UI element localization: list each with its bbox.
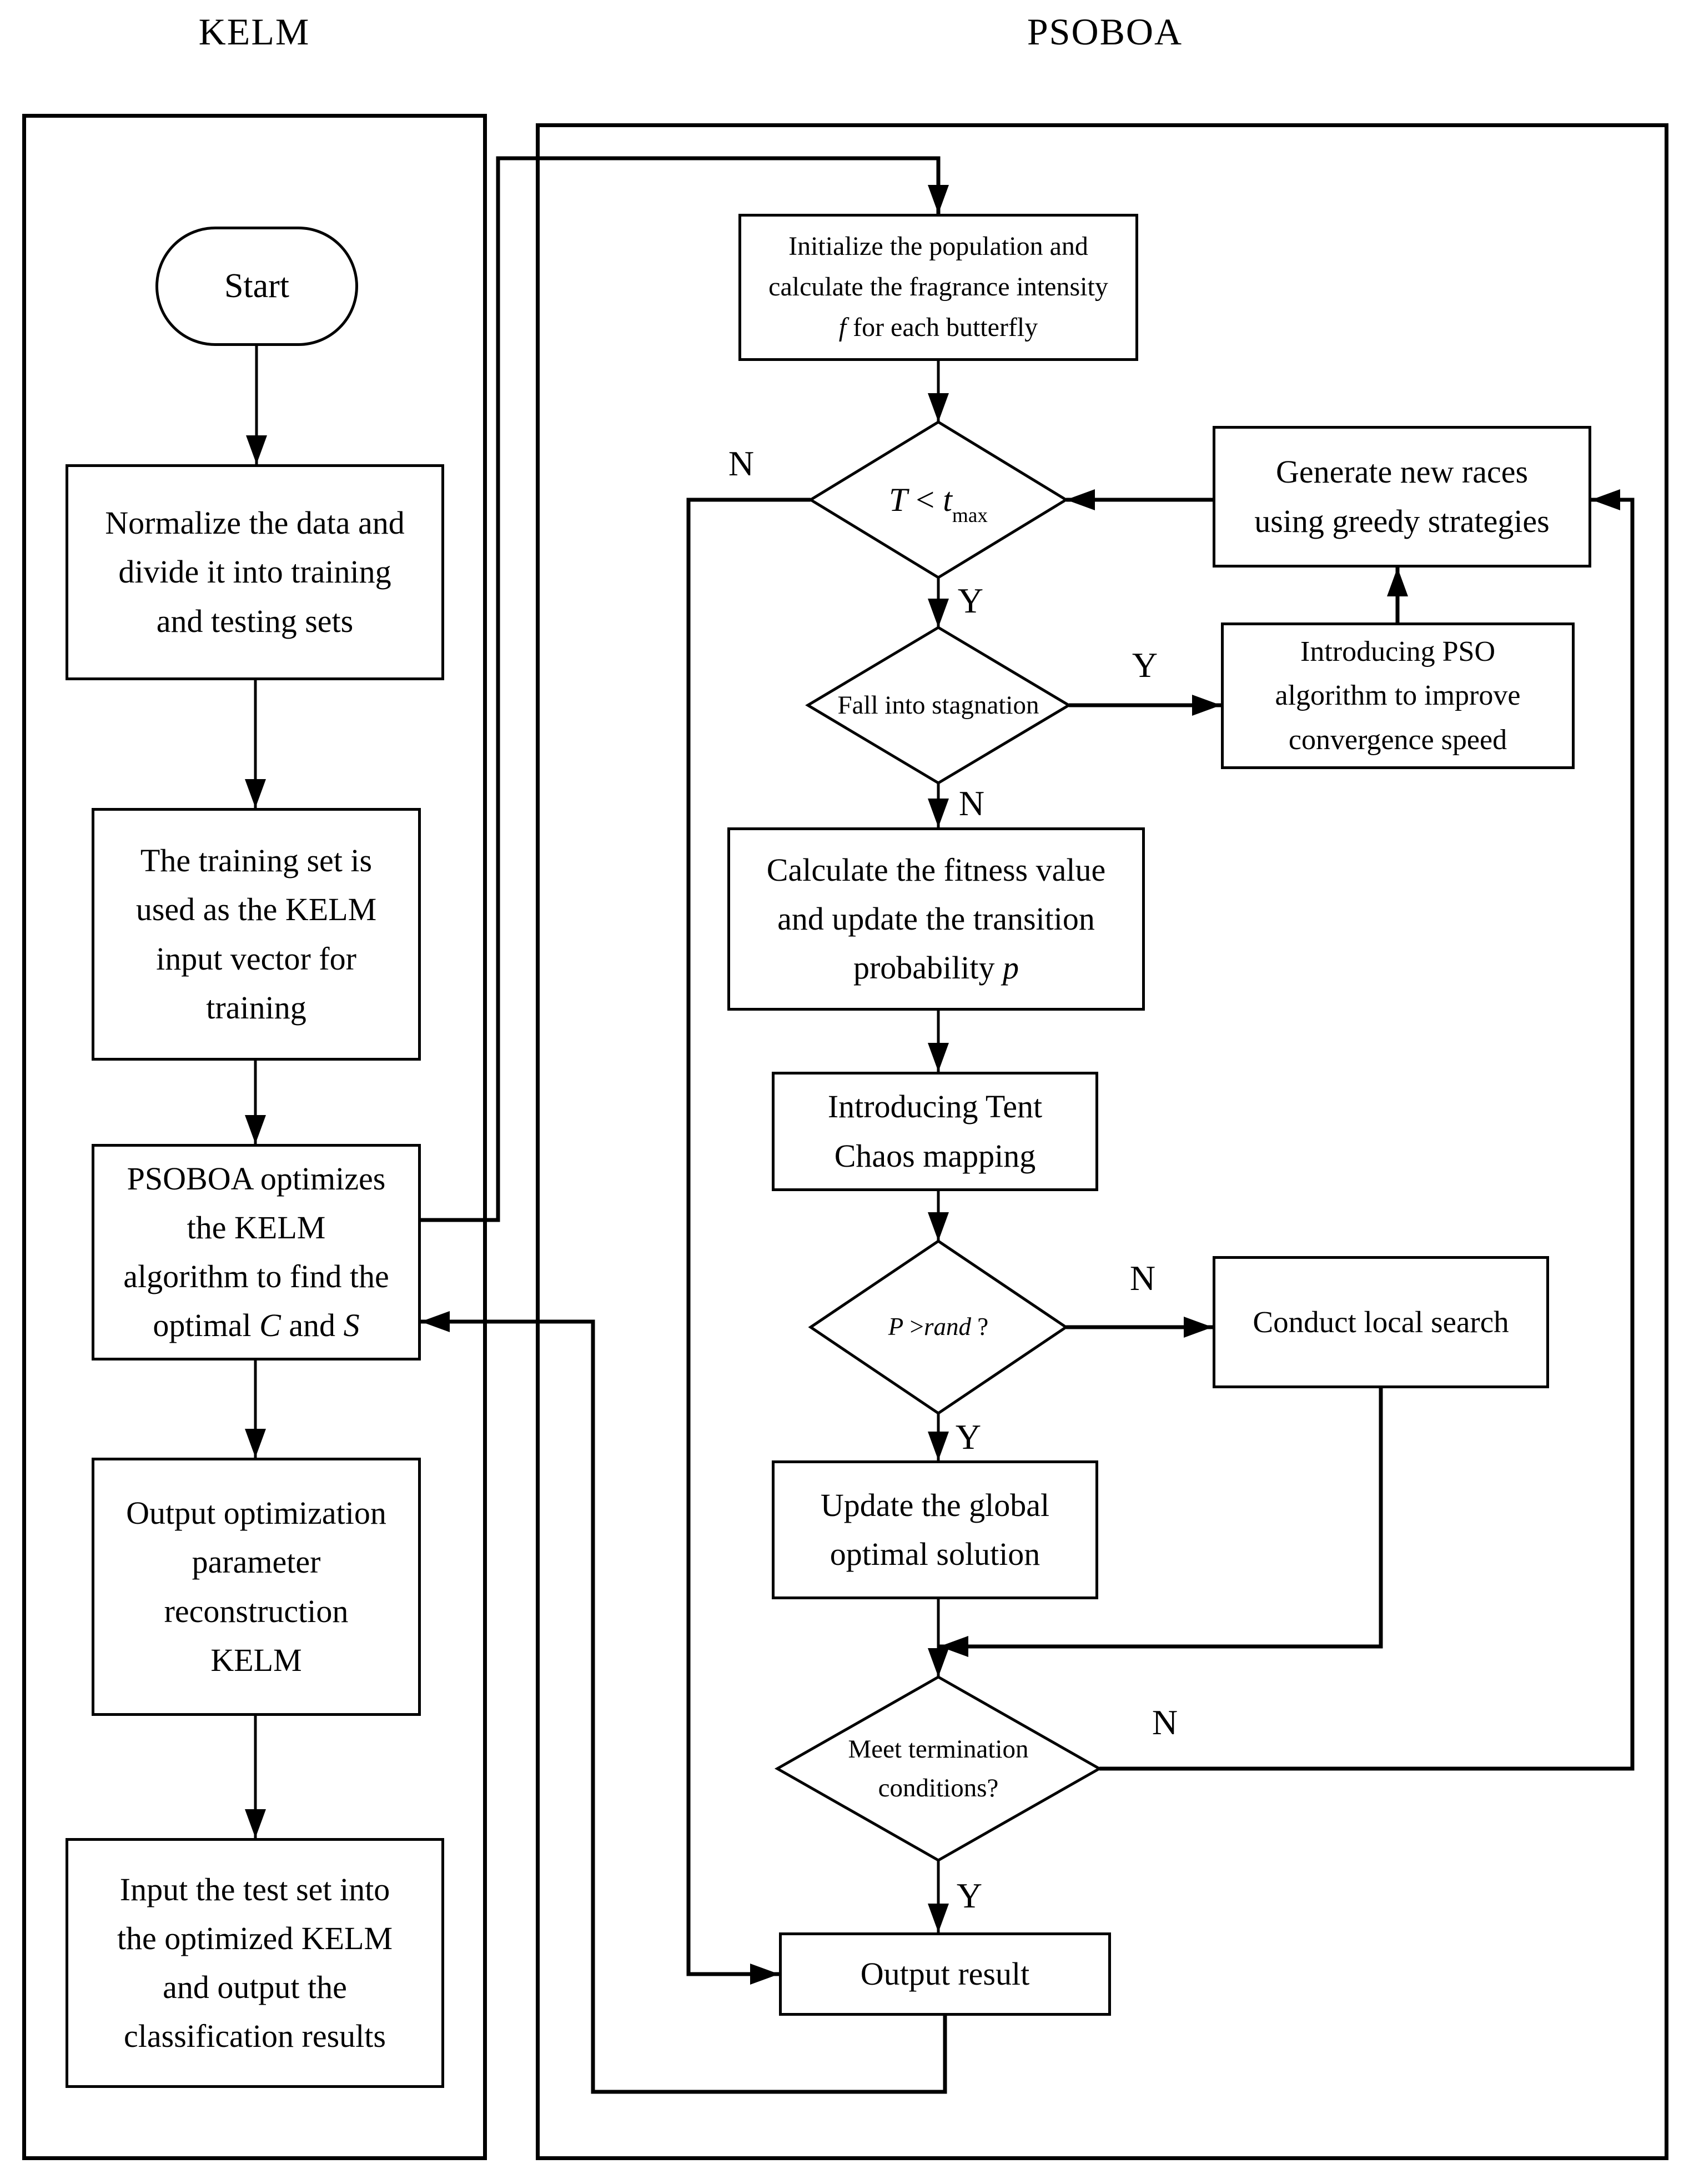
decision-termination: Meet termination conditions? <box>816 1708 1060 1830</box>
process-update-global: Update the global optimal solution <box>772 1460 1098 1599</box>
tent-line-1: Introducing Tent <box>827 1088 1043 1125</box>
normalize-line-1: Normalize the data and <box>105 505 405 541</box>
optimal-text: optimal <box>153 1307 260 1344</box>
rand-P: P <box>888 1313 904 1341</box>
local-search-text: Conduct local search <box>1253 1305 1509 1339</box>
process-normalize-data: Normalize the data and divide it into tr… <box>66 464 444 680</box>
rand-rand: rand <box>923 1313 971 1341</box>
tmax-t: t <box>943 481 952 518</box>
fitness-line-3: probability p <box>853 943 1019 992</box>
and-text: and <box>280 1307 344 1344</box>
arrowheads <box>245 185 1620 1985</box>
process-initialize-population: Initialize the population and calculate … <box>738 214 1138 361</box>
termination-line-2: conditions? <box>878 1774 999 1803</box>
for-each-butterfly-text: for each butterfly <box>846 312 1038 342</box>
initialize-line-2: calculate the fragrance intensity <box>768 272 1108 302</box>
input-test-line-1: Input the test set into <box>119 1871 390 1907</box>
edge-local-search-return <box>939 1388 1383 1649</box>
stagnation-text: Fall into stagnation <box>837 690 1039 720</box>
probability-p: p <box>1003 950 1019 986</box>
training-line-1: The training set is <box>140 842 373 879</box>
update-global-line-1: Update the global <box>820 1487 1050 1523</box>
fragrance-f: f <box>838 312 847 342</box>
process-generate-races: Generate new races using greedy strategi… <box>1213 426 1591 568</box>
normalize-line-2: divide it into training <box>118 554 391 590</box>
edge-psoboa-optimizes-to-initialize <box>421 156 941 1222</box>
initialize-line-1: Initialize the population and <box>788 232 1088 262</box>
process-fitness-value: Calculate the fitness value and update t… <box>727 827 1145 1011</box>
fitness-line-2: and update the transition <box>777 900 1095 937</box>
psoboa-optimizes-line-2: the KELM <box>187 1209 326 1246</box>
update-global-line-2: optimal solution <box>830 1536 1040 1572</box>
label-stagnation-n: N <box>958 784 985 823</box>
label-rand-y: Y <box>955 1417 982 1457</box>
output-params-line-2: parameter <box>192 1544 321 1580</box>
label-tmax-n: N <box>728 444 755 483</box>
process-output-params: Output optimization parameter reconstruc… <box>92 1458 421 1716</box>
tmax-T: T <box>889 481 908 518</box>
generate-line-2: using greedy strategies <box>1254 503 1550 539</box>
process-local-search: Conduct local search <box>1213 1256 1549 1388</box>
diamond-stagnation-shape <box>805 626 1072 785</box>
rand-question: ? <box>971 1313 989 1341</box>
diamond-rand-shape <box>808 1239 1069 1415</box>
generate-line-1: Generate new races <box>1275 454 1529 490</box>
param-c: C <box>259 1307 281 1344</box>
tmax-sub: max <box>952 504 988 527</box>
process-tent-chaos: Introducing Tent Chaos mapping <box>772 1072 1098 1191</box>
process-input-test: Input the test set into the optimized KE… <box>66 1838 444 2088</box>
training-line-4: training <box>206 989 306 1026</box>
rand-op: > <box>903 1313 924 1341</box>
normalize-line-3: and testing sets <box>156 603 354 639</box>
label-tmax-y: Y <box>957 581 984 620</box>
decision-stagnation: Fall into stagnation <box>813 666 1063 744</box>
kelm-column-title: KELM <box>198 11 310 53</box>
psoboa-optimizes-line-3: algorithm to find the <box>123 1258 389 1294</box>
kelm-panel-border <box>22 114 487 2160</box>
param-s: S <box>343 1307 360 1344</box>
start-label: Start <box>224 267 290 305</box>
decision-rand: P >rand ? <box>838 1288 1038 1366</box>
psoboa-column-title: PSOBOA <box>1027 11 1183 53</box>
training-line-2: used as the KELM <box>135 891 377 928</box>
training-line-3: input vector for <box>156 940 356 977</box>
output-params-line-1: Output optimization <box>126 1495 386 1532</box>
edge-output-result-to-psoboa-optimizes <box>421 1319 947 2094</box>
pso-line-2: algorithm to improve <box>1275 680 1521 712</box>
label-termination-n: N <box>1152 1703 1178 1742</box>
diamond-termination-shape <box>774 1675 1103 1862</box>
process-output-result: Output result <box>779 1932 1111 2016</box>
output-params-line-4: KELM <box>210 1641 302 1678</box>
tmax-op: < <box>907 481 943 518</box>
label-termination-y: Y <box>956 1876 983 1915</box>
label-rand-n: N <box>1129 1258 1156 1298</box>
pso-line-1: Introducing PSO <box>1300 636 1495 668</box>
start-terminator: Start <box>155 227 358 346</box>
tent-line-2: Chaos mapping <box>834 1137 1036 1174</box>
input-test-line-2: the optimized KELM <box>117 1920 393 1956</box>
fitness-line-1: Calculate the fitness value <box>766 851 1106 888</box>
diamond-tmax-shape <box>808 420 1069 579</box>
output-params-line-3: reconstruction <box>164 1593 349 1629</box>
label-stagnation-y: Y <box>1132 645 1158 685</box>
process-training-set: The training set is used as the KELM inp… <box>92 808 421 1061</box>
termination-line-1: Meet termination <box>848 1734 1029 1764</box>
edge-tmax-n-to-output-result <box>686 498 811 1976</box>
initialize-line-3: f for each butterfly <box>839 308 1038 348</box>
process-pso-algorithm: Introducing PSO algorithm to improve con… <box>1221 622 1575 769</box>
output-result-text: Output result <box>860 1955 1030 1992</box>
input-test-line-3: and output the <box>163 1969 347 2005</box>
psoboa-optimizes-line-1: PSOBOA optimizes <box>127 1160 386 1197</box>
pso-line-3: convergence speed <box>1288 724 1507 756</box>
probability-text: probability <box>853 950 1003 986</box>
decision-tmax: T < tmax <box>833 455 1044 544</box>
psoboa-panel-border <box>536 123 1668 2160</box>
process-psoboa-optimizes: PSOBOA optimizes the KELM algorithm to f… <box>92 1144 421 1360</box>
input-test-line-4: classification results <box>124 2018 386 2055</box>
psoboa-optimizes-line-4: optimal C and S <box>153 1301 359 1350</box>
